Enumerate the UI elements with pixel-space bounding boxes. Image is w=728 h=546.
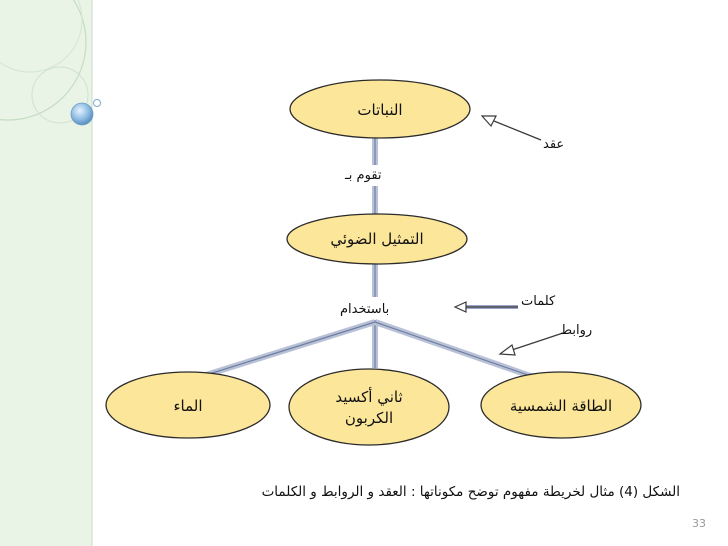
annotation-words: كلمات bbox=[521, 294, 556, 309]
node-water-label: الماء bbox=[173, 397, 203, 415]
arrow-to-plants-node bbox=[480, 114, 542, 143]
annotation-links: روابط bbox=[560, 323, 593, 338]
node-carbon-dioxide bbox=[288, 368, 450, 446]
arrow-to-link-word bbox=[453, 301, 518, 313]
figure-caption: الشكل (4) مثال لخريطة مفهوم توضح مكوناته… bbox=[261, 484, 680, 500]
node-solar-energy-label: الطاقة الشمسية bbox=[509, 397, 613, 415]
link-word-using: باستخدام bbox=[340, 302, 390, 317]
node-photosynthesis-label: التمثيل الضوئي bbox=[330, 230, 424, 248]
side-tint bbox=[0, 0, 92, 546]
node-carbon-dioxide-label-line1: ثاني أكسيد bbox=[335, 388, 403, 406]
decor-circle-large bbox=[0, 0, 87, 121]
node-plants-label: النباتات bbox=[357, 101, 403, 119]
decor-circle-small bbox=[31, 66, 89, 124]
node-photosynthesis bbox=[286, 213, 468, 265]
annotation-nodes: عقد bbox=[543, 137, 565, 152]
node-water bbox=[105, 371, 271, 439]
arrow-to-connector bbox=[498, 330, 564, 356]
decor-bead-small bbox=[93, 99, 101, 107]
node-solar-energy bbox=[480, 371, 642, 439]
link-word-performs: تقوم بـ bbox=[345, 168, 382, 183]
connector-using-children bbox=[189, 319, 549, 385]
page-number: 33 bbox=[692, 517, 706, 530]
decor-circle-medium bbox=[0, 0, 83, 73]
decor-bead-large bbox=[70, 102, 94, 126]
node-carbon-dioxide-label-line2: الكربون bbox=[344, 409, 394, 427]
node-plants bbox=[289, 79, 471, 139]
